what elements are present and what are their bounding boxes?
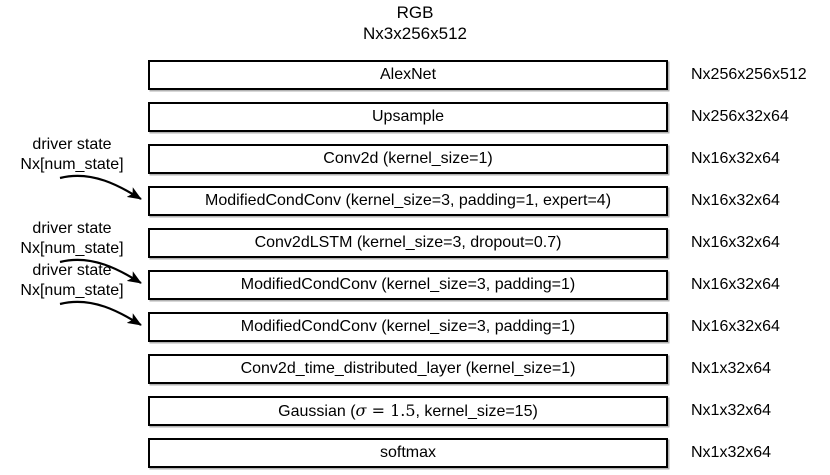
input-shape: Nx3x256x512 <box>363 24 467 43</box>
layer-box-gaussian[interactable]: Gaussian (σ = 1.5, kernel_size=15) <box>148 396 668 426</box>
layer-label-gaussian: Gaussian (σ = 1.5, kernel_size=15) <box>278 400 538 420</box>
input-header: RGB Nx3x256x512 <box>290 2 540 44</box>
layer-box-conv2dlstm[interactable]: Conv2dLSTM (kernel_size=3, dropout=0.7) <box>148 228 668 258</box>
layer-box-modifiedcondconv-1[interactable]: ModifiedCondConv (kernel_size=3, padding… <box>148 186 668 216</box>
driver-state-title: driver state <box>32 262 112 279</box>
gaussian-sigma: σ <box>355 400 367 420</box>
driver-state-arrow-1 <box>59 174 142 200</box>
layer-label: ModifiedCondConv (kernel_size=3, padding… <box>240 318 576 335</box>
layer-label: AlexNet <box>379 66 437 83</box>
output-shape-gaussian: Nx1x32x64 <box>691 402 772 419</box>
output-shape-softmax: Nx1x32x64 <box>691 444 772 461</box>
layer-label: softmax <box>379 444 436 461</box>
driver-state-shape: Nx[num_state] <box>20 156 124 173</box>
layer-box-alexnet[interactable]: AlexNet <box>148 60 668 90</box>
gaussian-value: 1.5 <box>390 400 416 420</box>
driver-state-shape: Nx[num_state] <box>20 240 124 257</box>
driver-state-label-1: driver state Nx[num_state] <box>2 135 142 175</box>
layer-label: ModifiedCondConv (kernel_size=3, padding… <box>204 192 612 209</box>
layer-label: Upsample <box>371 108 445 125</box>
layer-label: Conv2d (kernel_size=1) <box>323 150 493 167</box>
driver-state-shape: Nx[num_state] <box>20 282 124 299</box>
output-shape-modifiedcondconv-1: Nx16x32x64 <box>691 192 780 209</box>
layer-box-conv2d-time-distributed[interactable]: Conv2d_time_distributed_layer (kernel_si… <box>148 354 668 384</box>
output-shape-upsample: Nx256x32x64 <box>691 108 789 125</box>
output-shape-conv2dlstm: Nx16x32x64 <box>691 234 780 251</box>
input-title: RGB <box>396 3 434 22</box>
gaussian-prefix: Gaussian ( <box>278 402 356 420</box>
output-shape-modifiedcondconv-3: Nx16x32x64 <box>691 318 780 335</box>
driver-state-arrow-3 <box>59 300 142 326</box>
output-shape-modifiedcondconv-2: Nx16x32x64 <box>691 276 780 293</box>
output-shape-conv2d: Nx16x32x64 <box>691 150 780 167</box>
layer-box-modifiedcondconv-3[interactable]: ModifiedCondConv (kernel_size=3, padding… <box>148 312 668 342</box>
layer-box-softmax[interactable]: softmax <box>148 438 668 468</box>
layer-box-modifiedcondconv-2[interactable]: ModifiedCondConv (kernel_size=3, padding… <box>148 270 668 300</box>
layer-label: ModifiedCondConv (kernel_size=3, padding… <box>240 276 576 293</box>
gaussian-equals: = <box>371 400 385 420</box>
output-shape-conv2d-time-distributed: Nx1x32x64 <box>691 360 772 377</box>
layer-label: Conv2dLSTM (kernel_size=3, dropout=0.7) <box>254 234 562 251</box>
output-shape-alexnet: Nx256x256x512 <box>691 66 807 83</box>
gaussian-suffix: , kernel_size=15) <box>415 402 538 420</box>
driver-state-label-3: driver state Nx[num_state] <box>2 261 142 301</box>
layer-label: Conv2d_time_distributed_layer (kernel_si… <box>240 360 576 377</box>
layer-box-upsample[interactable]: Upsample <box>148 102 668 132</box>
driver-state-title: driver state <box>32 136 112 153</box>
layer-box-conv2d[interactable]: Conv2d (kernel_size=1) <box>148 144 668 174</box>
driver-state-title: driver state <box>32 220 112 237</box>
driver-state-label-2: driver state Nx[num_state] <box>2 219 142 259</box>
